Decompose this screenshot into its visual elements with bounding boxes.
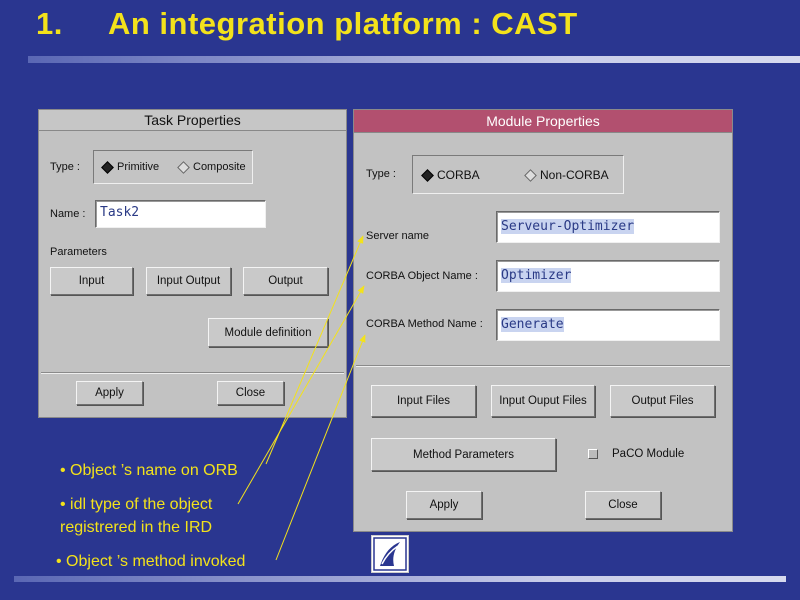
- input-button[interactable]: Input: [50, 267, 133, 295]
- module-close-button[interactable]: Close: [585, 491, 661, 519]
- separator: [41, 372, 344, 374]
- slide-title: 1. An integration platform : CAST: [36, 6, 578, 42]
- bullet-method-invoked: • Object ’s method invoked: [56, 553, 246, 570]
- method-parameters-button[interactable]: Method Parameters: [371, 438, 556, 471]
- title-underline: [28, 56, 800, 63]
- radio-non-corba-label: Non-CORBA: [540, 168, 609, 182]
- task-properties-window: Task Properties Type : Primitive Composi…: [38, 109, 347, 418]
- radio-corba[interactable]: CORBA: [421, 168, 480, 182]
- bullet-object-name: • Object ’s name on ORB: [60, 462, 238, 479]
- institution-logo: [371, 535, 409, 573]
- radio-primitive[interactable]: Primitive: [101, 160, 160, 174]
- module-type-radio-group: CORBA Non-CORBA: [412, 155, 624, 194]
- corba-object-name-input[interactable]: Optimizer: [496, 260, 720, 292]
- module-apply-button[interactable]: Apply: [406, 491, 482, 519]
- module-type-label: Type :: [366, 168, 396, 180]
- server-name-value: Serveur-Optimizer: [501, 219, 635, 234]
- server-name-label: Server name: [366, 230, 429, 242]
- task-type-radio-group: Primitive Composite: [93, 150, 253, 184]
- output-button[interactable]: Output: [243, 267, 328, 295]
- corba-method-name-label: CORBA Method Name :: [366, 318, 483, 330]
- checkbox-icon: [588, 449, 598, 459]
- bullet-idl-type: • idl type of the object: [60, 496, 213, 513]
- module-definition-button[interactable]: Module definition: [208, 318, 328, 347]
- task-apply-button[interactable]: Apply: [76, 381, 143, 405]
- module-properties-window: Module Properties Type : CORBA Non-CORBA…: [353, 109, 733, 532]
- output-files-button[interactable]: Output Files: [610, 385, 715, 417]
- radio-non-corba[interactable]: Non-CORBA: [524, 168, 609, 182]
- radio-selected-icon: [101, 160, 114, 174]
- radio-unselected-icon: [524, 168, 537, 182]
- bottom-rule: [14, 576, 786, 582]
- task-window-title[interactable]: Task Properties: [39, 110, 346, 131]
- parameters-label: Parameters: [50, 246, 107, 258]
- task-close-button[interactable]: Close: [217, 381, 284, 405]
- radio-unselected-icon: [177, 160, 190, 174]
- separator: [356, 365, 730, 367]
- server-name-input[interactable]: Serveur-Optimizer: [496, 211, 720, 243]
- paco-module-checkbox[interactable]: PaCO Module: [588, 448, 684, 460]
- task-type-label: Type :: [50, 161, 80, 173]
- bullet-idl-type-cont: registrered in the IRD: [60, 519, 213, 536]
- corba-method-name-value: Generate: [501, 317, 564, 332]
- radio-corba-label: CORBA: [437, 168, 480, 182]
- paco-module-label: PaCO Module: [612, 448, 685, 460]
- corba-object-name-value: Optimizer: [501, 268, 572, 283]
- slide-number: 1.: [36, 6, 63, 41]
- radio-composite[interactable]: Composite: [177, 160, 246, 174]
- task-name-input[interactable]: Task2: [95, 200, 266, 228]
- radio-composite-label: Composite: [193, 161, 246, 173]
- corba-method-name-input[interactable]: Generate: [496, 309, 720, 341]
- task-name-value: Task2: [100, 205, 140, 220]
- module-window-title[interactable]: Module Properties: [354, 110, 732, 133]
- radio-primitive-label: Primitive: [117, 161, 160, 173]
- slide-title-text: An integration platform : CAST: [108, 6, 578, 41]
- input-output-files-button[interactable]: Input Ouput Files: [491, 385, 595, 417]
- task-name-label: Name :: [50, 208, 86, 220]
- corba-object-name-label: CORBA Object Name :: [366, 270, 478, 282]
- input-files-button[interactable]: Input Files: [371, 385, 476, 417]
- radio-selected-icon: [421, 168, 434, 182]
- input-output-button[interactable]: Input Output: [146, 267, 231, 295]
